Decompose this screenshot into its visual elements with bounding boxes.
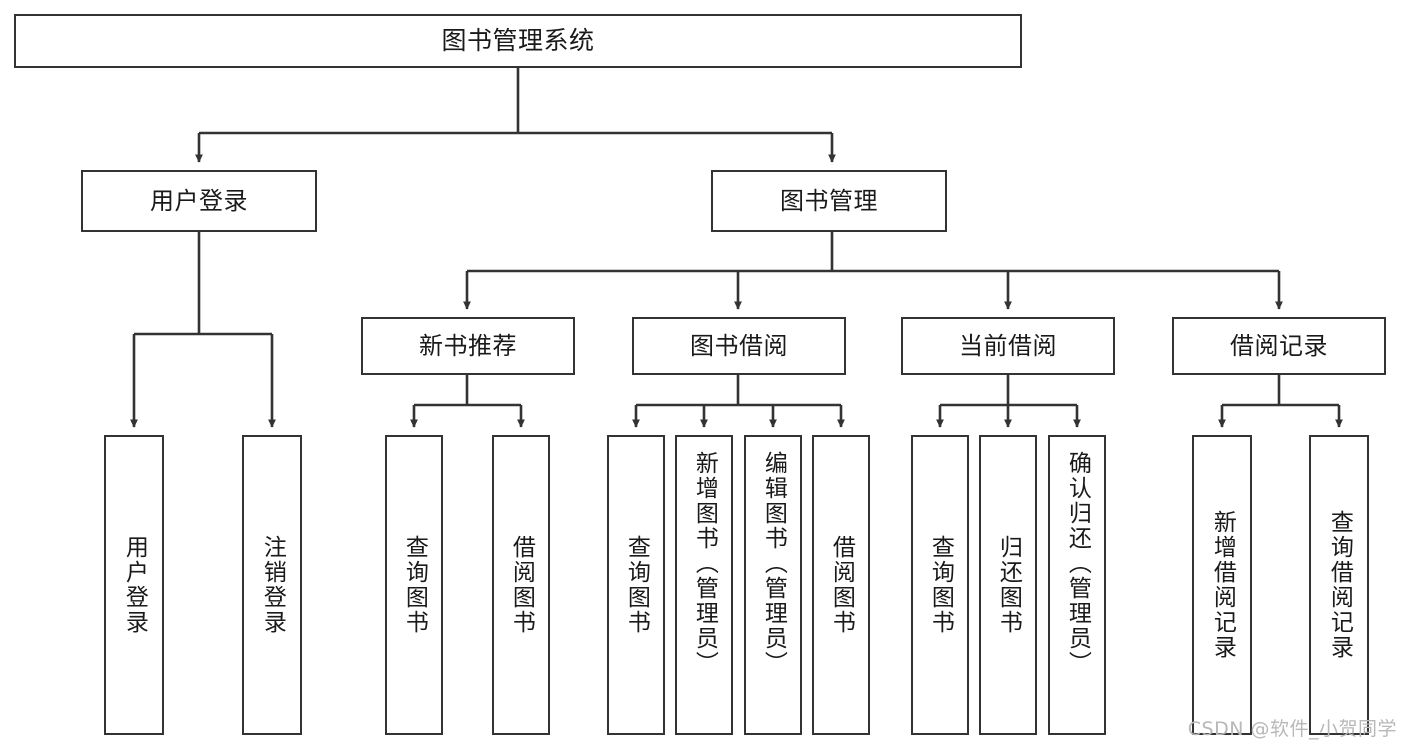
leaf-book-borrow-query-book-label: 查询图书: [623, 535, 650, 635]
leaf-borrow-record-add-record[interactable]: 新增借阅记录: [1192, 435, 1252, 735]
node-current-borrow[interactable]: 当前借阅: [901, 317, 1115, 375]
node-user-login-label: 用户登录: [150, 186, 248, 215]
node-root-label: 图书管理系统: [441, 26, 595, 56]
csdn-watermark: CSDN @软件_小贺同学: [1187, 718, 1397, 740]
node-book-borrow[interactable]: 图书借阅: [632, 317, 846, 375]
node-borrow-record[interactable]: 借阅记录: [1172, 317, 1386, 375]
node-root-library-system[interactable]: 图书管理系统: [14, 14, 1022, 68]
leaf-current-borrow-return-book[interactable]: 归还图书: [979, 435, 1037, 735]
node-book-management-label: 图书管理: [780, 186, 878, 215]
leaf-user-login-login-label: 用户登录: [121, 535, 148, 635]
leaf-current-borrow-query-book-label: 查询图书: [927, 535, 954, 635]
leaf-book-borrow-query-book[interactable]: 查询图书: [607, 435, 665, 735]
leaf-new-book-borrow-book-label: 借阅图书: [508, 535, 535, 635]
leaf-current-borrow-return-book-label: 归还图书: [995, 535, 1022, 635]
node-current-borrow-label: 当前借阅: [959, 331, 1057, 360]
leaf-borrow-record-add-record-label: 新增借阅记录: [1209, 510, 1236, 660]
leaf-book-borrow-add-book[interactable]: 新增图书（管理员）: [675, 435, 733, 735]
leaf-new-book-query-book-label: 查询图书: [401, 535, 428, 635]
leaf-current-borrow-query-book[interactable]: 查询图书: [911, 435, 969, 735]
leaf-borrow-record-query-record-label: 查询借阅记录: [1326, 510, 1353, 660]
leaf-book-borrow-borrow-book-label: 借阅图书: [828, 535, 855, 635]
leaf-book-borrow-edit-book-label: 编辑图书（管理员）: [760, 451, 787, 676]
leaf-book-borrow-borrow-book[interactable]: 借阅图书: [812, 435, 870, 735]
leaf-user-login-logout-label: 注销登录: [259, 535, 286, 635]
node-user-login[interactable]: 用户登录: [81, 170, 317, 232]
leaf-user-login-login[interactable]: 用户登录: [104, 435, 164, 735]
leaf-book-borrow-edit-book[interactable]: 编辑图书（管理员）: [744, 435, 802, 735]
leaf-user-login-logout[interactable]: 注销登录: [242, 435, 302, 735]
node-new-book-recommend[interactable]: 新书推荐: [361, 317, 575, 375]
node-new-book-recommend-label: 新书推荐: [419, 331, 517, 360]
node-book-borrow-label: 图书借阅: [690, 331, 788, 360]
leaf-new-book-query-book[interactable]: 查询图书: [385, 435, 443, 735]
leaf-current-borrow-confirm-return[interactable]: 确认归还（管理员）: [1048, 435, 1106, 735]
leaf-book-borrow-add-book-label: 新增图书（管理员）: [691, 451, 718, 676]
leaf-borrow-record-query-record[interactable]: 查询借阅记录: [1309, 435, 1369, 735]
leaf-new-book-borrow-book[interactable]: 借阅图书: [492, 435, 550, 735]
node-borrow-record-label: 借阅记录: [1230, 331, 1328, 360]
node-book-management[interactable]: 图书管理: [711, 170, 947, 232]
leaf-current-borrow-confirm-return-label: 确认归还（管理员）: [1064, 451, 1091, 676]
